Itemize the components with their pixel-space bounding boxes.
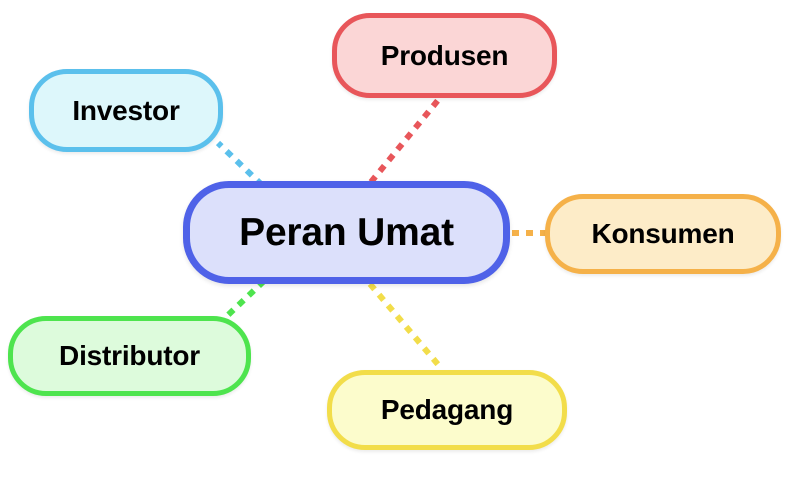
branch-node-distributor[interactable]: Distributor xyxy=(8,316,251,396)
branch-node-label-investor: Investor xyxy=(72,94,180,126)
connector-pedagang xyxy=(367,282,444,370)
branch-node-investor[interactable]: Investor xyxy=(29,69,223,152)
connector-distributor xyxy=(225,278,267,318)
branch-node-label-pedagang: Pedagang xyxy=(380,394,514,425)
branch-node-produsen[interactable]: Produsen xyxy=(332,13,557,98)
branch-node-konsumen[interactable]: Konsumen xyxy=(545,194,781,274)
branch-node-label-konsumen: Konsumen xyxy=(591,218,735,249)
branch-node-label-distributor: Distributor xyxy=(59,340,200,371)
connector-produsen xyxy=(368,97,442,184)
connector-investor xyxy=(215,140,265,188)
central-node-label: Peran Umat xyxy=(239,210,454,254)
branch-node-label-produsen: Produsen xyxy=(380,39,509,71)
central-node-peran-umat[interactable]: Peran Umat xyxy=(183,181,510,284)
branch-node-pedagang[interactable]: Pedagang xyxy=(327,370,567,450)
